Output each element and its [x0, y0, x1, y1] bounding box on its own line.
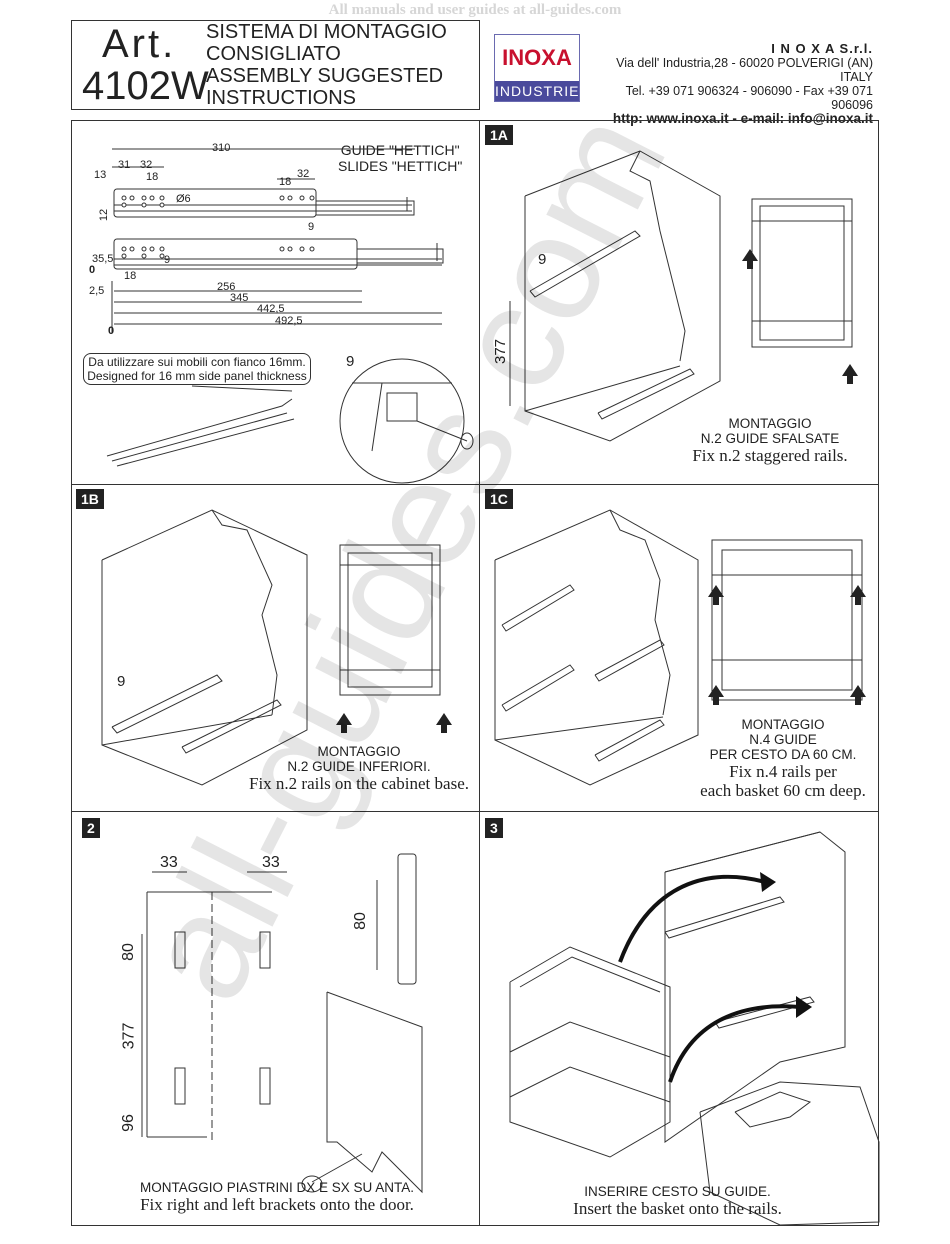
dim-33a: 33: [160, 854, 178, 871]
inoxa-logo: INOXA INDUSTRIE: [494, 34, 580, 102]
title-line: CONSIGLIATO: [206, 43, 341, 65]
dim-377: 377: [492, 338, 510, 365]
title-line: SISTEMA DI MONTAGGIO: [206, 21, 447, 43]
dim-0a: 0: [89, 264, 96, 276]
panel-1c: 1C MONTAGGIO N.4 GUIDE PER CESTO DA 60 C…: [480, 485, 879, 811]
art-number: 4102W: [82, 64, 209, 108]
dim-18b: 18: [279, 176, 292, 188]
door-bracket-drawing: [141, 853, 423, 1194]
panel-1a: 1A 9 377 MONTAGGIO N.2 GUIDE SFALSATE Fi…: [480, 121, 879, 484]
company-info: I N O X A S.r.l. Via dell' Industria,28 …: [585, 42, 873, 126]
step-badge-2: 2: [82, 818, 100, 838]
note-en: Designed for 16 mm side panel thickness: [87, 369, 307, 383]
title-line: INSTRUCTIONS: [206, 87, 356, 109]
grid-divider-v: [479, 120, 480, 1226]
dim-32a: 32: [140, 159, 153, 171]
caption-en: Fix n.2 staggered rails.: [692, 446, 848, 465]
dim-377: 377: [120, 1022, 138, 1050]
caption-it: MONTAGGIO PIASTRINI DX E SX SU ANTA.: [139, 1180, 415, 1195]
dim-80a: 80: [119, 943, 137, 961]
insert-basket-drawing: [509, 831, 880, 1226]
slide-spec-panel: GUIDE "HETTICH" SLIDES "HETTICH": [72, 121, 479, 484]
caption-en-2: each basket 60 cm deep.: [700, 781, 866, 800]
panel-3: 3 INSERIRE CESTO SU GUIDE.: [480, 812, 880, 1226]
caption-1b: MONTAGGIO N.2 GUIDE INFERIORI. Fix n.2 r…: [242, 744, 476, 793]
step-badge-1b: 1B: [76, 489, 104, 509]
caption-en: Insert the basket onto the rails.: [573, 1199, 782, 1218]
dim-32b: 32: [297, 168, 310, 180]
caption-it-1: MONTAGGIO: [741, 717, 825, 732]
dim-diameter-6: Ø6: [176, 193, 191, 205]
caption-it-2: N.2 GUIDE SFALSATE: [700, 431, 840, 446]
dim-9: 9: [538, 251, 547, 268]
header-title: SISTEMA DI MONTAGGIO CONSIGLIATO ASSEMBL…: [206, 21, 447, 109]
dim-9a: 9: [308, 221, 315, 233]
step-badge-1c: 1C: [485, 489, 513, 509]
step-badge-3: 3: [485, 818, 503, 838]
company-web: http: www.inoxa.it - e-mail: info@inoxa.…: [612, 111, 873, 126]
dim-18c: 18: [124, 270, 137, 282]
instruction-grid: [71, 120, 879, 1226]
dim-492-5: 492,5: [275, 315, 303, 327]
guide-label-en: SLIDES "HETTICH": [338, 158, 463, 174]
caption-2: MONTAGGIO PIASTRINI DX E SX SU ANTA. Fix…: [82, 1180, 472, 1214]
dim-35-5: 35,5: [92, 253, 114, 265]
grid-divider-h: [71, 811, 879, 812]
cabinet-drawing-1b: [101, 509, 452, 786]
step-badge-1a: 1A: [485, 125, 513, 145]
dim-33b: 33: [262, 854, 280, 871]
side-panel-note: Da utilizzare sui mobili con fianco 16mm…: [83, 353, 311, 385]
caption-it: INSERIRE CESTO SU GUIDE.: [584, 1184, 771, 1199]
caption-it-1: MONTAGGIO: [728, 416, 812, 431]
dim-2-5: 2,5: [89, 285, 105, 297]
logo-text-top: INOXA: [495, 35, 579, 81]
caption-it-3: PER CESTO DA 60 CM.: [709, 747, 857, 762]
guide-label-it: GUIDE "HETTICH": [340, 142, 460, 158]
dim-96: 96: [119, 1114, 137, 1132]
caption-it-2: N.4 GUIDE: [749, 732, 817, 747]
caption-it-1: MONTAGGIO: [317, 744, 401, 759]
dim-9c: 9: [346, 353, 355, 370]
panel-2: 2 33 33 80 377: [72, 812, 479, 1225]
dim-9: 9: [117, 673, 126, 690]
art-label: Art.: [102, 22, 177, 66]
guide-label: GUIDE "HETTICH" SLIDES "HETTICH": [338, 142, 462, 174]
dim-31: 31: [118, 159, 131, 171]
caption-it-2: N.2 GUIDE INFERIORI.: [287, 759, 431, 774]
dim-12: 12: [98, 208, 111, 222]
title-line: ASSEMBLY SUGGESTED: [206, 65, 444, 87]
company-phone: Tel. +39 071 906324 - 906090 - Fax +39 0…: [625, 84, 873, 112]
caption-1c: MONTAGGIO N.4 GUIDE PER CESTO DA 60 CM. …: [688, 717, 878, 800]
grid-divider-h: [71, 484, 879, 485]
company-name: I N O X A S.r.l.: [771, 41, 873, 56]
dim-9b: 9: [164, 254, 171, 266]
cabinet-drawing-1a: [509, 150, 858, 442]
dim-256: 256: [217, 281, 236, 293]
company-address: Via dell' Industria,28 - 60020 POLVERIGI…: [616, 56, 873, 84]
panel-1b: 1B 9 MONTAGGIO N.2 GUIDE INFERIORI. Fix …: [72, 485, 479, 811]
dim-345: 345: [230, 292, 249, 304]
header-title-box: Art. 4102W SISTEMA DI MONTAGGIO CONSIGLI…: [71, 20, 480, 110]
dim-0b: 0: [108, 325, 115, 337]
cabinet-drawing-1c: [494, 509, 866, 786]
slide-drawing: [106, 148, 474, 484]
dim-310: 310: [212, 142, 231, 154]
caption-en: Fix n.2 rails on the cabinet base.: [248, 774, 469, 793]
dim-442-5: 442,5: [257, 303, 285, 315]
caption-1a: MONTAGGIO N.2 GUIDE SFALSATE Fix n.2 sta…: [670, 416, 870, 465]
top-watermark: All manuals and user guides at all-guide…: [328, 2, 622, 18]
dim-13: 13: [94, 169, 107, 181]
caption-3: INSERIRE CESTO SU GUIDE. Insert the bask…: [490, 1184, 865, 1218]
note-it: Da utilizzare sui mobili con fianco 16mm…: [88, 355, 306, 369]
caption-en: Fix right and left brackets onto the doo…: [140, 1195, 414, 1214]
dim-18a: 18: [146, 171, 159, 183]
caption-en-1: Fix n.4 rails per: [729, 762, 837, 781]
logo-text-bottom: INDUSTRIE: [495, 81, 580, 101]
dim-80b: 80: [351, 912, 369, 930]
